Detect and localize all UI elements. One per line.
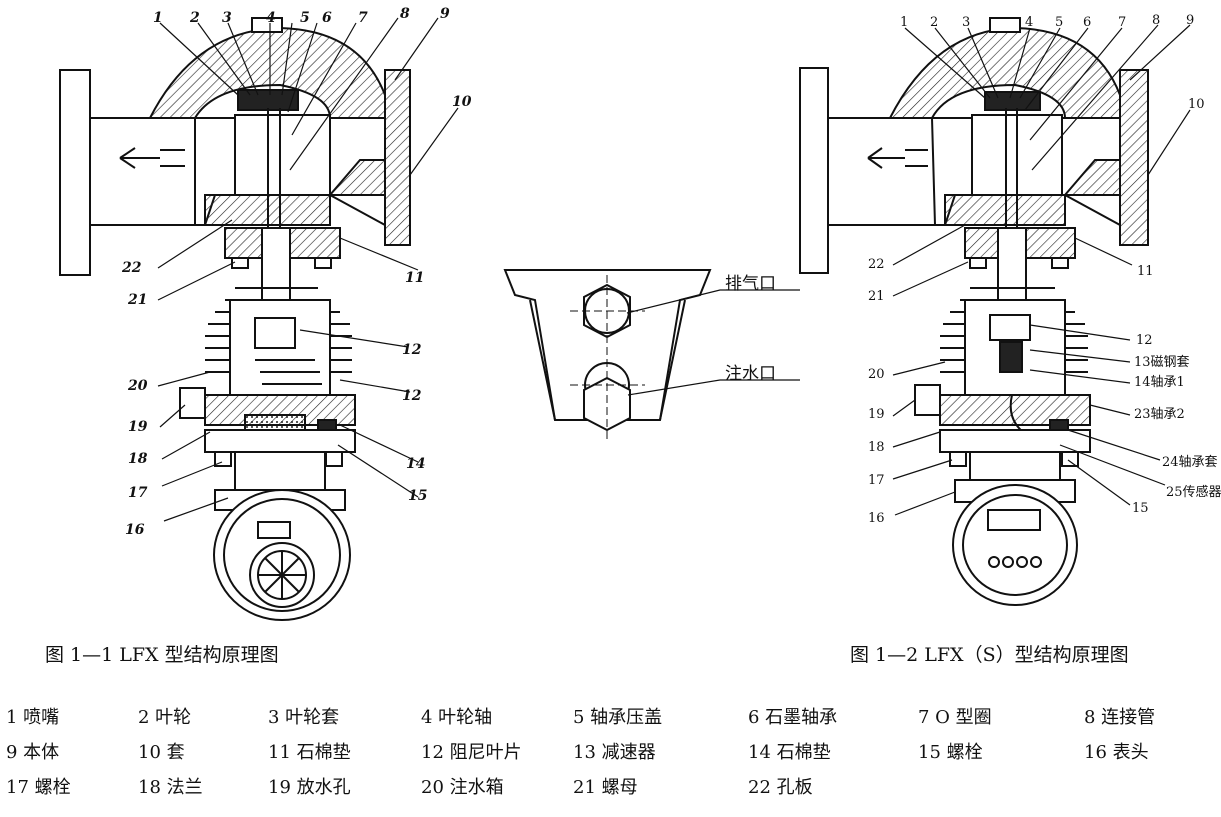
legend-item: 17 螺栓: [6, 777, 71, 798]
exhaust-port-label: 排气口: [725, 274, 776, 294]
legend-item: 10 套: [138, 742, 185, 763]
legend-item: 22 孔板: [748, 777, 813, 798]
svg-text:8: 8: [400, 6, 410, 22]
svg-text:6: 6: [1083, 15, 1091, 30]
svg-text:21: 21: [868, 289, 885, 304]
svg-text:22: 22: [121, 260, 142, 276]
svg-text:17: 17: [868, 473, 885, 488]
legend-item: 18 法兰: [138, 777, 203, 798]
svg-text:16: 16: [868, 511, 885, 526]
meter-right-drawing: [799, 17, 1149, 606]
svg-text:4: 4: [1025, 15, 1033, 30]
legend-item: 1 喷嘴: [6, 707, 60, 728]
legend-item: 12 阻尼叶片: [421, 742, 522, 763]
svg-text:5: 5: [300, 10, 310, 26]
legend-item: 16 表头: [1084, 742, 1149, 763]
legend-item: 5 轴承压盖: [573, 707, 663, 728]
svg-text:15: 15: [1132, 501, 1149, 516]
svg-text:25传感器: 25传感器: [1166, 484, 1221, 500]
svg-text:7: 7: [358, 10, 368, 26]
svg-text:23轴承2: 23轴承2: [1134, 407, 1185, 422]
legend-item: 15 螺栓: [918, 742, 983, 763]
svg-text:1: 1: [153, 10, 163, 26]
svg-text:16: 16: [125, 522, 145, 538]
legend-item: 9 本体: [6, 742, 60, 763]
legend-row: 9 本体 10 套 11 石棉垫 12 阻尼叶片 13 减速器 14 石棉垫 1…: [6, 738, 1216, 773]
parts-legend: 1 喷嘴 2 叶轮 3 叶轮套 4 叶轮轴 5 轴承压盖 6 石墨轴承 7 O …: [6, 703, 1216, 808]
legend-item: 21 螺母: [573, 777, 638, 798]
svg-text:8: 8: [1152, 13, 1160, 28]
svg-text:10: 10: [452, 94, 472, 110]
svg-text:12: 12: [1136, 333, 1153, 348]
legend-row: 17 螺栓 18 法兰 19 放水孔 20 注水箱 21 螺母 22 孔板: [6, 773, 1216, 808]
svg-text:14轴承1: 14轴承1: [1134, 375, 1185, 390]
legend-row: 1 喷嘴 2 叶轮 3 叶轮套 4 叶轮轴 5 轴承压盖 6 石墨轴承 7 O …: [6, 703, 1216, 738]
svg-text:20: 20: [868, 367, 885, 382]
meter-left-drawing: [59, 17, 411, 621]
svg-text:2: 2: [930, 15, 938, 30]
fill-port-label: 注水口: [725, 364, 776, 384]
exhaust-detail: [503, 269, 800, 440]
svg-text:5: 5: [1055, 15, 1063, 30]
svg-text:7: 7: [1118, 15, 1126, 30]
svg-text:19: 19: [868, 407, 885, 422]
legend-item: 19 放水孔: [268, 777, 351, 798]
svg-text:14: 14: [406, 456, 425, 472]
svg-text:19: 19: [128, 419, 148, 435]
legend-item: 6 石墨轴承: [748, 707, 838, 728]
legend-item: 7 O 型圈: [918, 707, 992, 728]
figure2-caption: 图 1—2 LFX（S）型结构原理图: [850, 644, 1129, 666]
svg-text:2: 2: [189, 10, 200, 26]
svg-text:11: 11: [405, 270, 424, 286]
svg-text:3: 3: [962, 15, 970, 30]
svg-text:6: 6: [322, 10, 332, 26]
svg-text:10: 10: [1188, 97, 1205, 112]
legend-item: 20 注水箱: [421, 777, 504, 798]
svg-text:11: 11: [1137, 264, 1154, 279]
svg-text:18: 18: [868, 440, 885, 455]
legend-item: 13 减速器: [573, 742, 656, 763]
legend-item: 8 连接管: [1084, 707, 1156, 728]
svg-text:12: 12: [402, 388, 422, 404]
svg-text:12: 12: [402, 342, 422, 358]
svg-text:15: 15: [408, 488, 427, 504]
figure1-caption: 图 1—1 LFX 型结构原理图: [45, 644, 279, 666]
svg-text:22: 22: [868, 257, 885, 272]
legend-item: 4 叶轮轴: [421, 707, 493, 728]
svg-text:9: 9: [440, 6, 450, 22]
svg-text:3: 3: [222, 10, 232, 26]
legend-item: 2 叶轮: [138, 707, 192, 728]
legend-item: 11 石棉垫: [268, 742, 351, 763]
svg-text:1: 1: [900, 15, 908, 30]
svg-text:24轴承套: 24轴承套: [1162, 454, 1218, 470]
legend-item: 3 叶轮套: [268, 707, 340, 728]
svg-text:18: 18: [128, 451, 148, 467]
svg-text:4: 4: [266, 10, 276, 26]
svg-text:21: 21: [127, 292, 147, 308]
legend-item: 14 石棉垫: [748, 742, 831, 763]
svg-text:9: 9: [1186, 13, 1194, 28]
svg-text:20: 20: [127, 378, 148, 394]
svg-text:17: 17: [128, 485, 148, 501]
svg-text:13磁钢套: 13磁钢套: [1134, 354, 1190, 370]
